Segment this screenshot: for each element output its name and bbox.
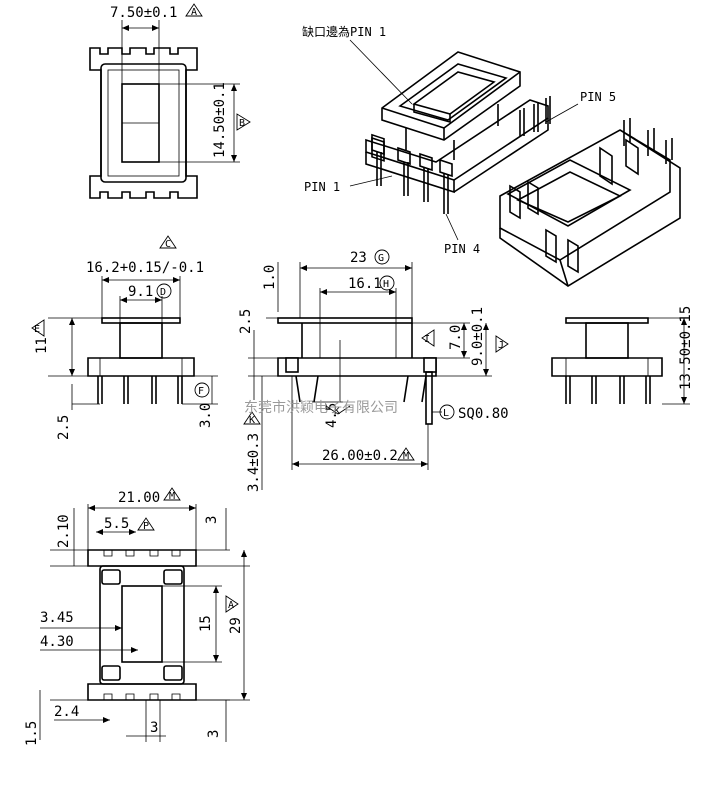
front-inner-label: 9.1: [128, 284, 153, 300]
bottom-430-label: 4.30: [40, 634, 74, 650]
marker-e: E: [34, 324, 40, 335]
bottom-15-label: 15: [198, 615, 214, 632]
side-inner-label: 16.1: [348, 276, 382, 292]
isometric-views: 缺口邊為PIN 1 PIN 5 PIN 1 PIN 4: [302, 24, 681, 287]
side-left-label: 2.5: [238, 309, 254, 334]
pin5-label: PIN 5: [580, 90, 616, 104]
side-45-label: 4.5: [324, 403, 340, 428]
top-width-label: 7.50±0.1: [110, 5, 177, 21]
marker-g: G: [378, 253, 384, 264]
side-top-label: 1.0: [262, 265, 278, 290]
front-view: 16.2+0.15/-0.1 C 9.1 D 11 E 2.5 3.0 F: [31, 235, 218, 440]
side-width-label: 23: [350, 250, 367, 266]
marker-a-2: A: [228, 600, 234, 611]
marker-k-2: K: [249, 415, 255, 426]
marker-k: K: [334, 406, 340, 417]
bottom-3b-label: 3: [150, 720, 158, 736]
side-9-label: 9.0±0.1: [470, 307, 486, 366]
top-view: 7.50±0.1 A 14.50±0.1 B: [89, 3, 251, 199]
marker-i: I: [424, 334, 430, 345]
marker-m-2: M: [169, 491, 175, 502]
bottom-55-label: 5.5: [104, 516, 129, 532]
side-26-label: 26.00±0.2: [322, 448, 398, 464]
notch-pin1-label: 缺口邊為PIN 1: [302, 24, 386, 39]
bottom-view: 21.00 M 5.5 P 2.10 3 3.45 4.30 15 29 A: [24, 487, 250, 746]
marker-b: B: [239, 118, 245, 129]
bottom-29-label: 29: [228, 617, 244, 634]
front-pin-length-label: 3.0: [198, 403, 214, 428]
side-34-label: 3.4±0.3: [246, 433, 262, 492]
bottom-15b-label: 1.5: [24, 721, 40, 746]
watermark: 东莞市洪颖电子有限公司: [244, 399, 398, 416]
marker-f: F: [198, 386, 204, 397]
top-height-label: 14.50±0.1: [212, 82, 228, 158]
bottom-width-label: 21.00: [118, 490, 160, 506]
bottom-24-label: 2.4: [54, 704, 79, 720]
marker-c: C: [165, 239, 171, 250]
marker-h: H: [383, 279, 389, 290]
bottom-3c-label: 3: [206, 730, 222, 738]
bottom-345-label: 3.45: [40, 610, 74, 626]
pin4-label: PIN 4: [444, 242, 480, 256]
marker-a: A: [191, 7, 197, 18]
bottom-3a-label: 3: [204, 516, 220, 524]
side-view: 23 G 16.1 H 1.0 2.5 7.0 I 9.0±0.1 J 4.5 …: [238, 249, 509, 492]
marker-d: D: [160, 287, 166, 298]
marker-m: M: [403, 451, 409, 462]
marker-l: L: [443, 408, 449, 419]
pin1-label: PIN 1: [304, 180, 340, 194]
front-height-label: 11: [34, 337, 50, 354]
side-pin-label: SQ0.80: [458, 406, 509, 422]
side-7-label: 7.0: [448, 325, 464, 350]
marker-p: P: [143, 521, 149, 532]
front-pin-label: 2.5: [56, 415, 72, 440]
bottom-210-label: 2.10: [56, 514, 72, 548]
front-width-label: 16.2+0.15/-0.1: [86, 260, 204, 276]
right-height-label: 13.50±0.15: [678, 306, 694, 390]
right-side-view: 13.50±0.15: [551, 306, 694, 405]
marker-j: J: [498, 340, 504, 351]
